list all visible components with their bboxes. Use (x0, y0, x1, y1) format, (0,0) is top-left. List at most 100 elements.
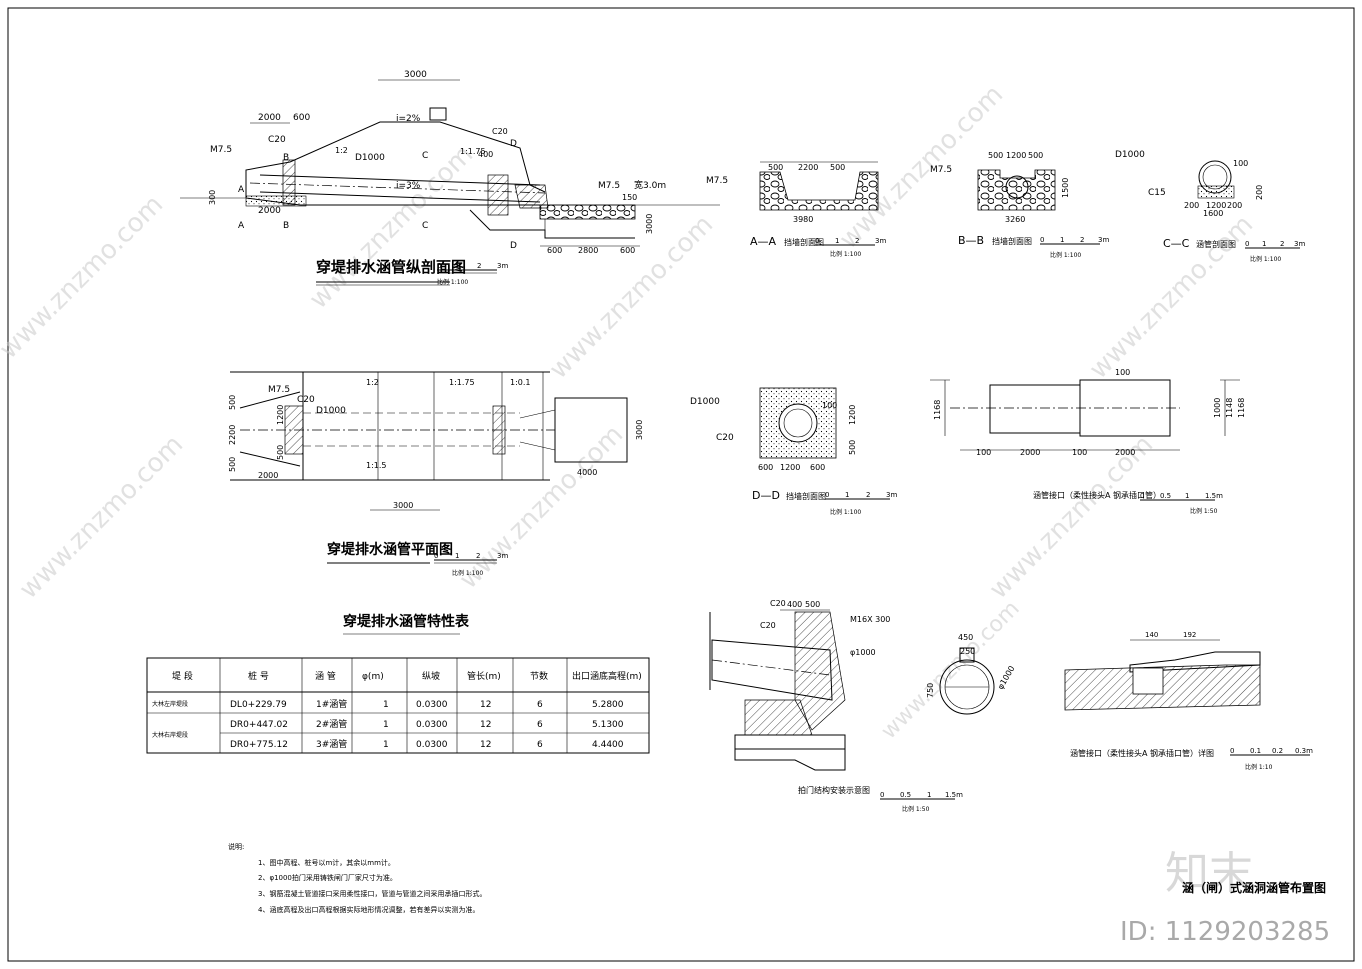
svg-text:600: 600 (758, 463, 773, 472)
table-title: 穿堤排水涵管特性表 (343, 613, 470, 630)
svg-text:2#涵管: 2#涵管 (316, 718, 347, 730)
svg-text:比例 1:100: 比例 1:100 (830, 250, 861, 258)
svg-text:400: 400 (478, 150, 493, 159)
svg-text:1200: 1200 (780, 463, 800, 472)
svg-text:1168: 1168 (933, 400, 942, 420)
svg-text:DR0+447.02: DR0+447.02 (230, 720, 288, 730)
svg-text:100: 100 (1115, 368, 1130, 377)
svg-text:12: 12 (480, 740, 491, 750)
svg-text:500: 500 (1028, 151, 1043, 160)
svg-text:3980: 3980 (793, 215, 813, 224)
svg-text:比例 1:100: 比例 1:100 (1050, 251, 1081, 259)
svg-text:500: 500 (228, 457, 237, 472)
watermark-layer: www.znzmo.com www.znzmo.com www.znzmo.co… (0, 80, 1259, 745)
gate-view: C20 C20 M16X 300 φ1000 400 500 拍门结构安装示意图… (709, 599, 1017, 813)
svg-text:6: 6 (537, 740, 543, 750)
svg-text:1: 1 (927, 791, 931, 799)
svg-text:3#涵管: 3#涵管 (316, 738, 347, 750)
svg-text:M16X 300: M16X 300 (850, 615, 890, 624)
svg-text:比例 1:50: 比例 1:50 (902, 805, 930, 813)
svg-text:0: 0 (434, 552, 438, 560)
svg-text:140: 140 (1145, 631, 1158, 639)
svg-text:0: 0 (815, 237, 819, 245)
svg-text:2000: 2000 (258, 113, 281, 123)
svg-text:A—A: A—A (750, 235, 777, 248)
svg-text:D—D: D—D (752, 489, 780, 502)
brand-logo-text: 知末 (1165, 848, 1253, 899)
sheet-title: 涵（闸）式涵洞涵管布置图 (1182, 880, 1326, 895)
table-row: DR0+447.02 2#涵管 1 0.0300 12 6 5.1300 (230, 718, 624, 730)
svg-text:500: 500 (830, 163, 845, 172)
svg-text:1.5m: 1.5m (945, 791, 963, 799)
svg-text:说明:: 说明: (228, 842, 244, 851)
profile-dim-top: 3000 (404, 70, 427, 80)
sheet-border (7, 7, 1355, 962)
svg-text:出口涵底高程(m): 出口涵底高程(m) (572, 670, 642, 682)
svg-text:2、φ1000拍门采用铸铁闸门厂家尺寸为准。: 2、φ1000拍门采用铸铁闸门厂家尺寸为准。 (258, 873, 397, 882)
svg-text:DR0+775.12: DR0+775.12 (230, 740, 288, 750)
svg-text:C20: C20 (770, 599, 786, 608)
svg-text:2: 2 (476, 552, 480, 560)
svg-text:φ1000: φ1000 (850, 648, 876, 657)
svg-text:1: 1 (383, 740, 389, 750)
svg-text:3m: 3m (886, 491, 897, 499)
svg-text:φ(m): φ(m) (362, 672, 384, 682)
detail-view: 140 192 涵管接口（柔性接头A 钢承插口管）详图 比例 1:10 (1064, 631, 1273, 771)
svg-text:12: 12 (480, 720, 491, 730)
svg-text:大林左岸堤段: 大林左岸堤段 (152, 700, 188, 708)
svg-text:0: 0 (1230, 747, 1234, 755)
svg-text:4000: 4000 (577, 468, 597, 477)
svg-text:D1000: D1000 (355, 153, 385, 163)
characteristics-table: 穿堤排水涵管特性表 堤 段 桩 号 涵 管 φ(m) 纵坡 管长(m) 节数 出… (146, 613, 650, 754)
svg-text:2000: 2000 (1115, 448, 1135, 457)
svg-text:200: 200 (1227, 201, 1242, 210)
svg-text:2000: 2000 (258, 206, 281, 216)
svg-text:C20: C20 (268, 135, 286, 145)
svg-text:C15: C15 (1148, 188, 1166, 198)
svg-text:200: 200 (1184, 201, 1199, 210)
svg-text:3、钢筋混凝土管道接口采用柔性接口，管道与管道之间采用承插口: 3、钢筋混凝土管道接口采用柔性接口，管道与管道之间采用承插口形式。 (258, 889, 486, 898)
svg-text:0.2: 0.2 (1272, 747, 1283, 755)
svg-text:2200: 2200 (228, 425, 237, 445)
profile-slope-i1: i=2% (396, 114, 421, 124)
svg-text:1: 1 (383, 720, 389, 730)
svg-text:2000: 2000 (258, 471, 278, 480)
watermark-text-8: www.znzmo.com (834, 80, 1009, 255)
joint-view: 100 2000 100 2000 1168 1000 1148 1168 10… (930, 368, 1246, 515)
plan-title: 穿堤排水涵管平面图 (327, 541, 453, 558)
svg-text:100: 100 (822, 401, 837, 410)
svg-text:D1000: D1000 (316, 406, 346, 416)
svg-text:0: 0 (825, 491, 829, 499)
svg-text:比例 1:50: 比例 1:50 (1190, 507, 1218, 515)
svg-text:1200: 1200 (276, 405, 285, 425)
svg-text:比例 1:10: 比例 1:10 (1245, 763, 1273, 771)
svg-text:涵管剖面图: 涵管剖面图 (1196, 239, 1236, 249)
svg-text:12: 12 (480, 700, 491, 710)
svg-text:1000: 1000 (1213, 398, 1222, 418)
svg-text:2800: 2800 (578, 246, 598, 255)
svg-text:1、图中高程、桩号以m计，其余以mm计。: 1、图中高程、桩号以m计，其余以mm计。 (258, 858, 395, 867)
svg-text:1168: 1168 (1237, 398, 1246, 418)
profile-title: 穿堤排水涵管纵剖面图 (316, 258, 466, 276)
profile-view: 3000 A A B B C C D D 2000 600 M7.5 C20 (180, 70, 720, 286)
svg-text:1:2: 1:2 (335, 146, 348, 155)
svg-text:3000: 3000 (393, 501, 413, 510)
svg-text:1: 1 (1185, 492, 1189, 500)
svg-text:500: 500 (988, 151, 1003, 160)
watermark-text-4: www.znzmo.com (14, 430, 189, 605)
scale-bars: 0 1 2 3m 比例 1:100 0 1 2 3m 比例 1:100 0 1 … (434, 236, 1313, 800)
svg-text:C: C (422, 151, 428, 161)
svg-text:1200: 1200 (1206, 201, 1226, 210)
svg-text:1: 1 (1262, 240, 1266, 248)
svg-text:3m: 3m (497, 262, 508, 270)
svg-text:涵 管: 涵 管 (315, 670, 336, 682)
svg-text:DL0+229.79: DL0+229.79 (230, 700, 287, 710)
svg-text:纵坡: 纵坡 (422, 670, 440, 682)
svg-text:3m: 3m (497, 552, 508, 560)
svg-text:3m: 3m (875, 237, 886, 245)
gate-title: 拍门结构安装示意图 (798, 785, 870, 795)
svg-text:1:1.75: 1:1.75 (460, 147, 486, 156)
svg-text:0.0300: 0.0300 (416, 740, 448, 750)
plan-view: M7.5 C20 D1000 1:2 1:1.75 1:0.1 1:1.5 50… (228, 371, 644, 564)
